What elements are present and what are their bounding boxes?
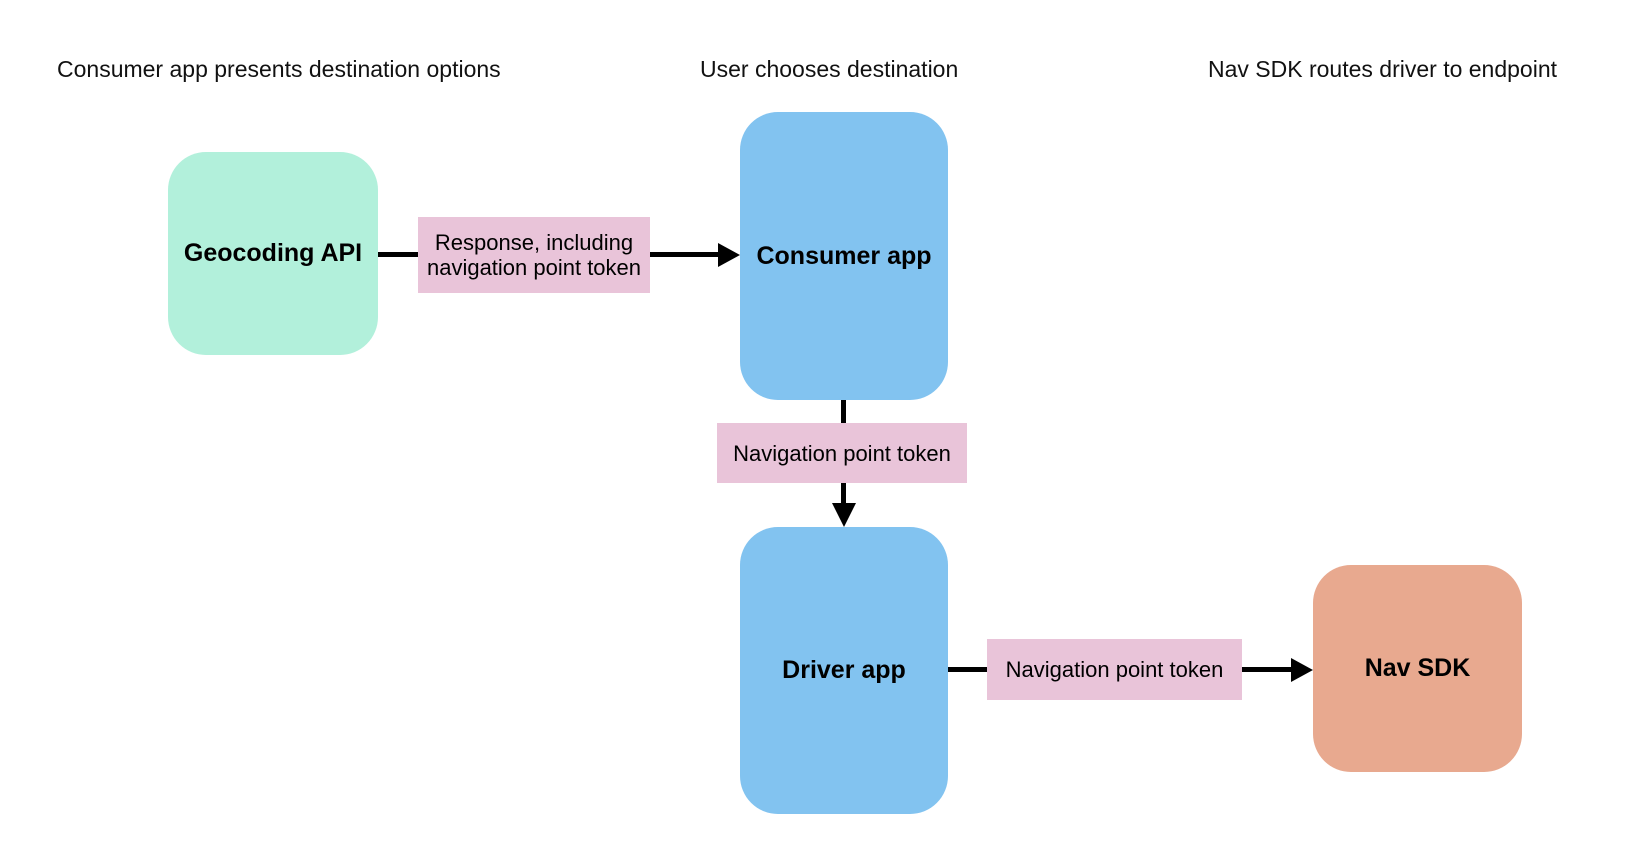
- arrowhead-right-icon: [1291, 658, 1313, 682]
- node-geocoding-api: Geocoding API: [168, 152, 378, 355]
- column-header-user-chooses: User chooses destination: [700, 56, 959, 82]
- edge-label-response-token: Response, including navigation point tok…: [418, 217, 650, 293]
- arrowhead-right-icon: [718, 243, 740, 267]
- node-label-driver-app: Driver app: [782, 656, 906, 684]
- node-label-consumer-app: Consumer app: [756, 241, 932, 270]
- edge-label-navigation-point-token-1: Navigation point token: [717, 423, 967, 483]
- column-header-nav-sdk-routes: Nav SDK routes driver to endpoint: [1208, 56, 1558, 82]
- arrowhead-down-icon: [832, 503, 856, 527]
- edge-label-navigation-point-token-2: Navigation point token: [987, 639, 1242, 700]
- node-consumer-app: Consumer app: [740, 112, 948, 400]
- node-nav-sdk: Nav SDK: [1313, 565, 1522, 772]
- node-label-nav-sdk: Nav SDK: [1364, 654, 1471, 682]
- node-driver-app: Driver app: [740, 527, 948, 814]
- node-label-geocoding-api: Geocoding API: [183, 239, 363, 267]
- column-header-consumer-presents: Consumer app presents destination option…: [57, 56, 501, 82]
